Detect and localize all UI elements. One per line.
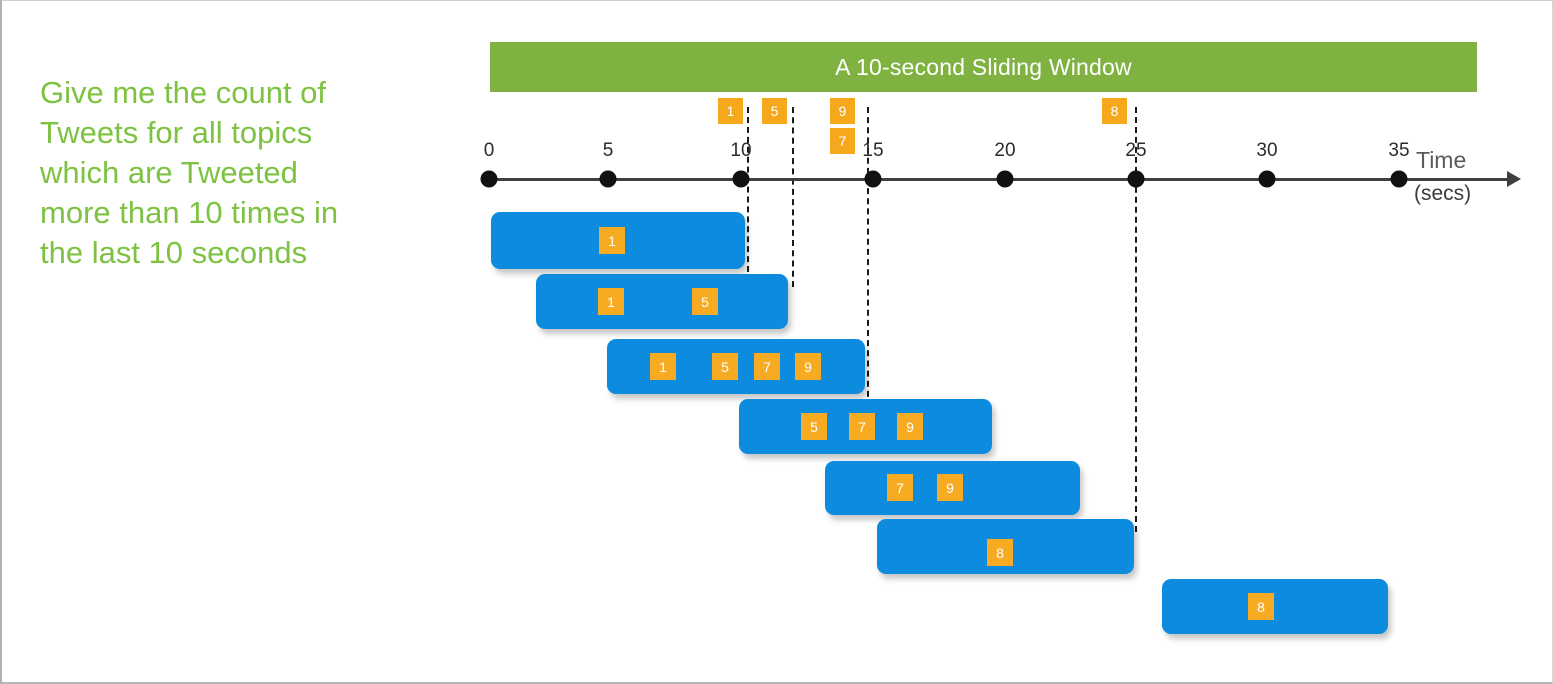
window-bar-event-badge: 8 (1248, 593, 1274, 620)
window-bar-event-badge: 1 (598, 288, 624, 315)
timeline-tick-label: 15 (862, 140, 884, 161)
window-bar-event-badge: 1 (599, 227, 625, 254)
window-bar-event-badge: 5 (801, 413, 827, 440)
timeline-tick-dot (1258, 170, 1276, 188)
sliding-window-banner: A 10-second Sliding Window (490, 42, 1477, 92)
window-bar-event-badge: 8 (987, 539, 1013, 566)
window-bar-6: 8 (877, 519, 1134, 574)
axis-event-badge: 1 (718, 98, 743, 124)
window-bar-event-badge: 9 (795, 353, 821, 380)
window-bar-event-badge: 7 (754, 353, 780, 380)
window-bar-event-badge: 1 (650, 353, 676, 380)
axis-event-badge: 9 (830, 98, 855, 124)
timeline-tick-dot (599, 170, 617, 188)
timeline-tick-label: 30 (1256, 140, 1278, 161)
timeline-tick-label: 20 (994, 140, 1016, 161)
timeline-tick-dot (1127, 170, 1145, 188)
timeline-tick-dot (996, 170, 1014, 188)
event-guide-line (867, 107, 869, 407)
timeline-tick-label: 35 (1388, 140, 1410, 161)
window-bar-1: 1 (491, 212, 745, 269)
timeline-tick-label: 0 (483, 140, 495, 161)
window-bar-event-badge: 9 (897, 413, 923, 440)
sliding-window-banner-label: A 10-second Sliding Window (835, 53, 1132, 80)
window-bar-event-badge: 7 (887, 474, 913, 501)
axis-title-label: Time (1416, 147, 1467, 173)
axis-event-badge: 5 (762, 98, 787, 124)
window-bar-event-badge: 5 (712, 353, 738, 380)
timeline-tick-dot (732, 170, 750, 188)
axis-units-label: (secs) (1414, 182, 1472, 205)
window-bar-event-badge: 9 (937, 474, 963, 501)
timeline-tick-label: 10 (730, 140, 752, 161)
event-guide-line (747, 107, 749, 272)
timeline-tick-label: 5 (602, 140, 614, 161)
axis-event-badge: 8 (1102, 98, 1127, 124)
event-guide-line (792, 107, 794, 287)
timeline-tick-dot (480, 170, 498, 188)
query-prompt-text: Give me the count of Tweets for all topi… (40, 75, 339, 270)
window-bar-event-badge: 5 (692, 288, 718, 315)
timeline-tick-dot (864, 170, 882, 188)
event-guide-line (1135, 107, 1137, 532)
window-bar-event-badge: 7 (849, 413, 875, 440)
timeline-tick-dot (1390, 170, 1408, 188)
axis-event-badge: 7 (830, 128, 855, 154)
timeline-tick-label: 25 (1125, 140, 1147, 161)
timeline-axis-arrow-icon (1507, 171, 1521, 187)
window-bar-7: 8 (1162, 579, 1388, 634)
